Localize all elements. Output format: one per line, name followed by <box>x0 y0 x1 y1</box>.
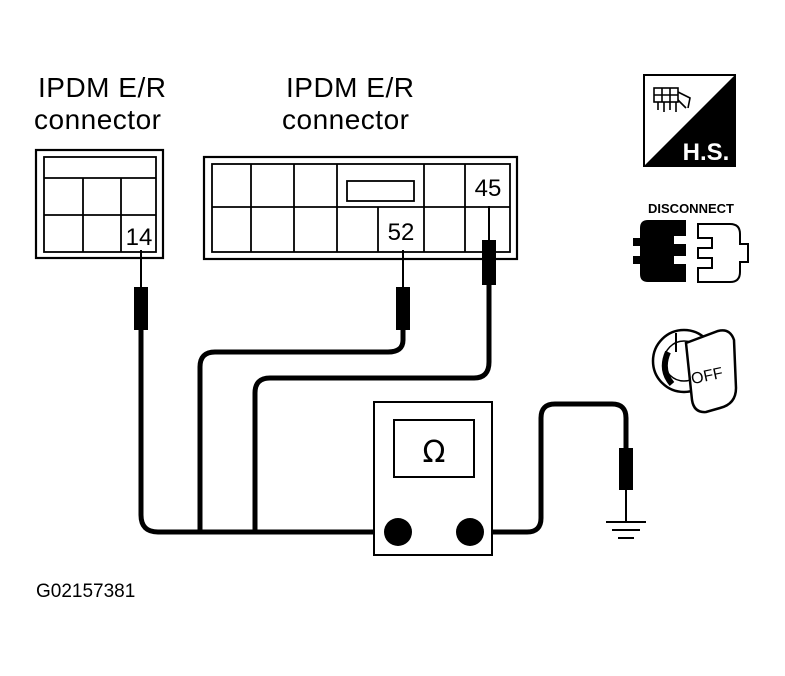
ohm-symbol: Ω <box>423 435 446 470</box>
connector-right-title-line2: connector <box>282 104 410 135</box>
plug-right-icon <box>697 223 749 283</box>
pin-45-label: 45 <box>475 175 502 202</box>
wire-pin-14 <box>138 342 401 535</box>
connector-right-title-line1: IPDM E/R <box>286 72 415 103</box>
probe-pin-45 <box>482 206 496 300</box>
probe-pin-14 <box>134 250 148 345</box>
off-label: OFF <box>690 365 725 388</box>
key-icon <box>684 329 738 414</box>
wire-pin-45 <box>252 297 492 535</box>
pin-14-label: 14 <box>126 224 153 251</box>
probe-ground <box>619 448 633 522</box>
disconnect-icon: DISCONNECT <box>633 201 749 283</box>
pin-52-label: 52 <box>388 219 415 246</box>
connector-right: 52 45 <box>202 155 519 261</box>
ground-symbol <box>606 521 646 539</box>
connector-harness-icon <box>653 87 691 112</box>
figure-id: G02157381 <box>36 581 136 602</box>
connector-left-title-line1: IPDM E/R <box>38 72 167 103</box>
meter-terminal-left <box>384 518 412 546</box>
probe-pin-52 <box>396 250 410 340</box>
connector-left: 14 <box>34 148 165 260</box>
meter-terminal-right <box>456 518 484 546</box>
plug-left-icon <box>640 220 686 282</box>
harness-side-icon: H.S. <box>643 74 736 167</box>
ohmmeter: Ω <box>373 401 493 556</box>
wire-pin-52 <box>197 337 406 535</box>
wire-ground <box>467 401 629 535</box>
disconnect-label: DISCONNECT <box>648 201 734 216</box>
connector-left-title-line2: connector <box>34 104 162 135</box>
hs-label: H.S. <box>683 139 730 166</box>
ignition-off-icon: OFF <box>651 328 738 414</box>
